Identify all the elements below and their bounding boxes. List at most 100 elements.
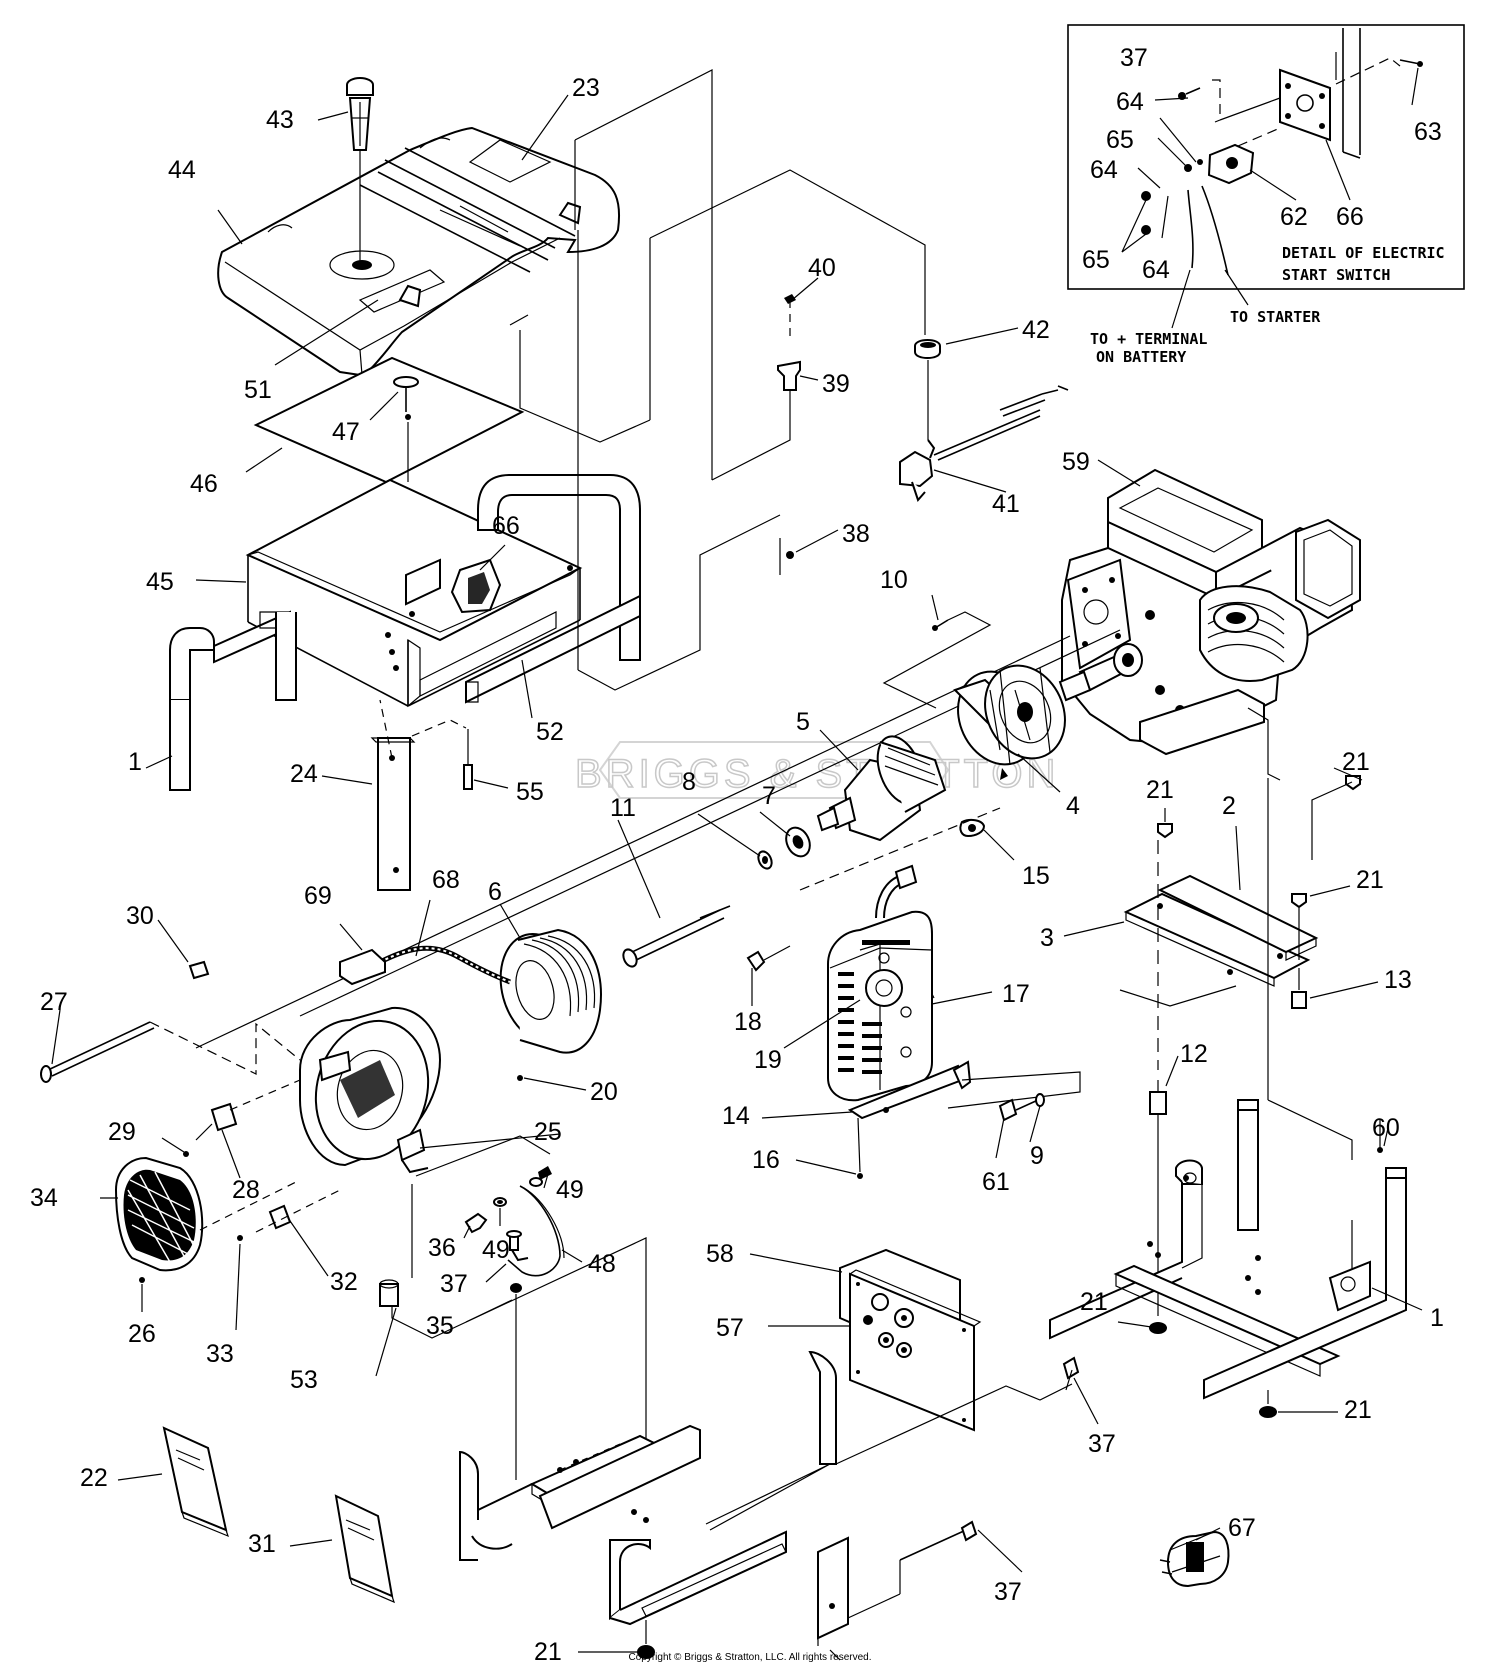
callout-64-detail-bottom: 64: [1142, 256, 1170, 284]
callout-65-detail-bottom: 65: [1082, 246, 1110, 274]
callout-34: 34: [30, 1184, 58, 1212]
to-terminal-note-line2: ON BATTERY: [1096, 348, 1186, 366]
callout-37-line: 37: [440, 1270, 468, 1298]
callout-21-plate: 21: [1146, 776, 1174, 804]
callout-24: 24: [290, 760, 318, 788]
callout-35: 35: [426, 1312, 454, 1340]
callout-labels: 43 23 44 51 47 46 45 66 52 1 24 55 40 39…: [30, 44, 1444, 1666]
detail-title-line1: DETAIL OF ELECTRIC: [1282, 244, 1445, 262]
callout-48: 48: [588, 1250, 616, 1278]
callout-39: 39: [822, 370, 850, 398]
callout-1-right: 1: [1430, 1304, 1444, 1332]
callout-53: 53: [290, 1366, 318, 1394]
stator: [499, 928, 602, 1054]
callout-64-detail-mid: 64: [1090, 156, 1118, 184]
tank-bracket: [245, 478, 583, 708]
to-starter-note: TO STARTER: [1230, 308, 1321, 326]
engine-mount-plates: [1119, 775, 1383, 1316]
callout-14: 14: [722, 1102, 750, 1130]
callout-28: 28: [232, 1176, 260, 1204]
callout-20: 20: [590, 1078, 618, 1106]
muffler-vents: [838, 940, 910, 1074]
callout-36: 36: [428, 1234, 456, 1262]
tank-support-bracket: [370, 699, 473, 891]
leader-lines: [51, 94, 1423, 1653]
frame-left: [169, 474, 641, 791]
alternator-assembly: [40, 629, 1121, 1283]
detail-box: [1067, 24, 1465, 329]
callout-2: 2: [1222, 792, 1236, 820]
callout-65-detail-top: 65: [1106, 126, 1134, 154]
control-panel: [808, 1248, 1080, 1465]
callout-29: 29: [108, 1118, 136, 1146]
fuel-gauge: [346, 77, 374, 262]
callout-60: 60: [1372, 1114, 1400, 1142]
callout-3: 3: [1040, 924, 1054, 952]
to-terminal-note-line1: TO + TERMINAL: [1090, 330, 1207, 348]
frame-right: [1049, 1099, 1407, 1418]
callout-11: 11: [610, 794, 636, 822]
engine: [1058, 468, 1361, 781]
callout-64-detail-top: 64: [1116, 88, 1144, 116]
callout-12: 12: [1180, 1040, 1208, 1068]
tank-gasket: [253, 356, 525, 484]
callout-37-detail: 37: [1120, 44, 1148, 72]
callout-42: 42: [1022, 316, 1050, 344]
callout-21-mount: 21: [1356, 866, 1384, 894]
callout-67: 67: [1228, 1514, 1256, 1542]
detail-title-line2: START SWITCH: [1282, 266, 1390, 284]
callout-43: 43: [266, 106, 294, 134]
frame-lower: [379, 1135, 978, 1661]
callout-49-bottom: 49: [482, 1236, 510, 1264]
callout-31: 31: [248, 1530, 276, 1558]
callout-40: 40: [808, 254, 836, 282]
detail-notes: DETAIL OF ELECTRIC START SWITCH TO START…: [1090, 244, 1445, 366]
callout-5: 5: [796, 708, 810, 736]
callout-58: 58: [706, 1240, 734, 1268]
callout-10: 10: [880, 566, 908, 594]
callout-62: 62: [1280, 203, 1308, 231]
callout-68: 68: [432, 866, 460, 894]
callout-49-top: 49: [556, 1176, 584, 1204]
callout-33: 33: [206, 1340, 234, 1368]
callout-51: 51: [244, 376, 272, 404]
callout-6: 6: [488, 878, 502, 906]
callout-23: 23: [572, 74, 600, 102]
callout-15: 15: [1022, 862, 1050, 890]
callout-61: 61: [982, 1168, 1010, 1196]
callout-26: 26: [128, 1320, 156, 1348]
callout-44: 44: [168, 156, 196, 184]
callout-13: 13: [1384, 966, 1412, 994]
callout-17: 17: [1002, 980, 1030, 1008]
end-cover-screen: [114, 1156, 204, 1272]
callout-22: 22: [80, 1464, 108, 1492]
callout-66-detail: 66: [1336, 203, 1364, 231]
callout-21-frame-right: 21: [1344, 1396, 1372, 1424]
callout-25: 25: [534, 1118, 562, 1146]
callout-69: 69: [304, 882, 332, 910]
callout-63: 63: [1414, 118, 1442, 146]
callout-37-bottom: 37: [994, 1578, 1022, 1606]
callout-55: 55: [516, 778, 544, 806]
callout-1-left: 1: [128, 748, 142, 776]
rotor: [816, 735, 947, 842]
callout-16: 16: [752, 1146, 780, 1174]
callout-66-left: 66: [492, 512, 520, 540]
callout-18: 18: [734, 1008, 762, 1036]
callout-30: 30: [126, 902, 154, 930]
callout-47: 47: [332, 418, 360, 446]
callout-32: 32: [330, 1268, 358, 1296]
callout-27: 27: [40, 988, 68, 1016]
callout-21-engine-right: 21: [1342, 748, 1370, 776]
callout-7: 7: [762, 782, 776, 810]
callout-9: 9: [1030, 1142, 1044, 1170]
callout-52: 52: [536, 718, 564, 746]
muffler: [746, 807, 1081, 1179]
callout-45: 45: [146, 568, 174, 596]
callout-21-bottom: 21: [534, 1638, 562, 1666]
callout-46: 46: [190, 470, 218, 498]
fuel-line: [509, 69, 1069, 709]
callout-38: 38: [842, 520, 870, 548]
callout-41: 41: [992, 490, 1020, 518]
